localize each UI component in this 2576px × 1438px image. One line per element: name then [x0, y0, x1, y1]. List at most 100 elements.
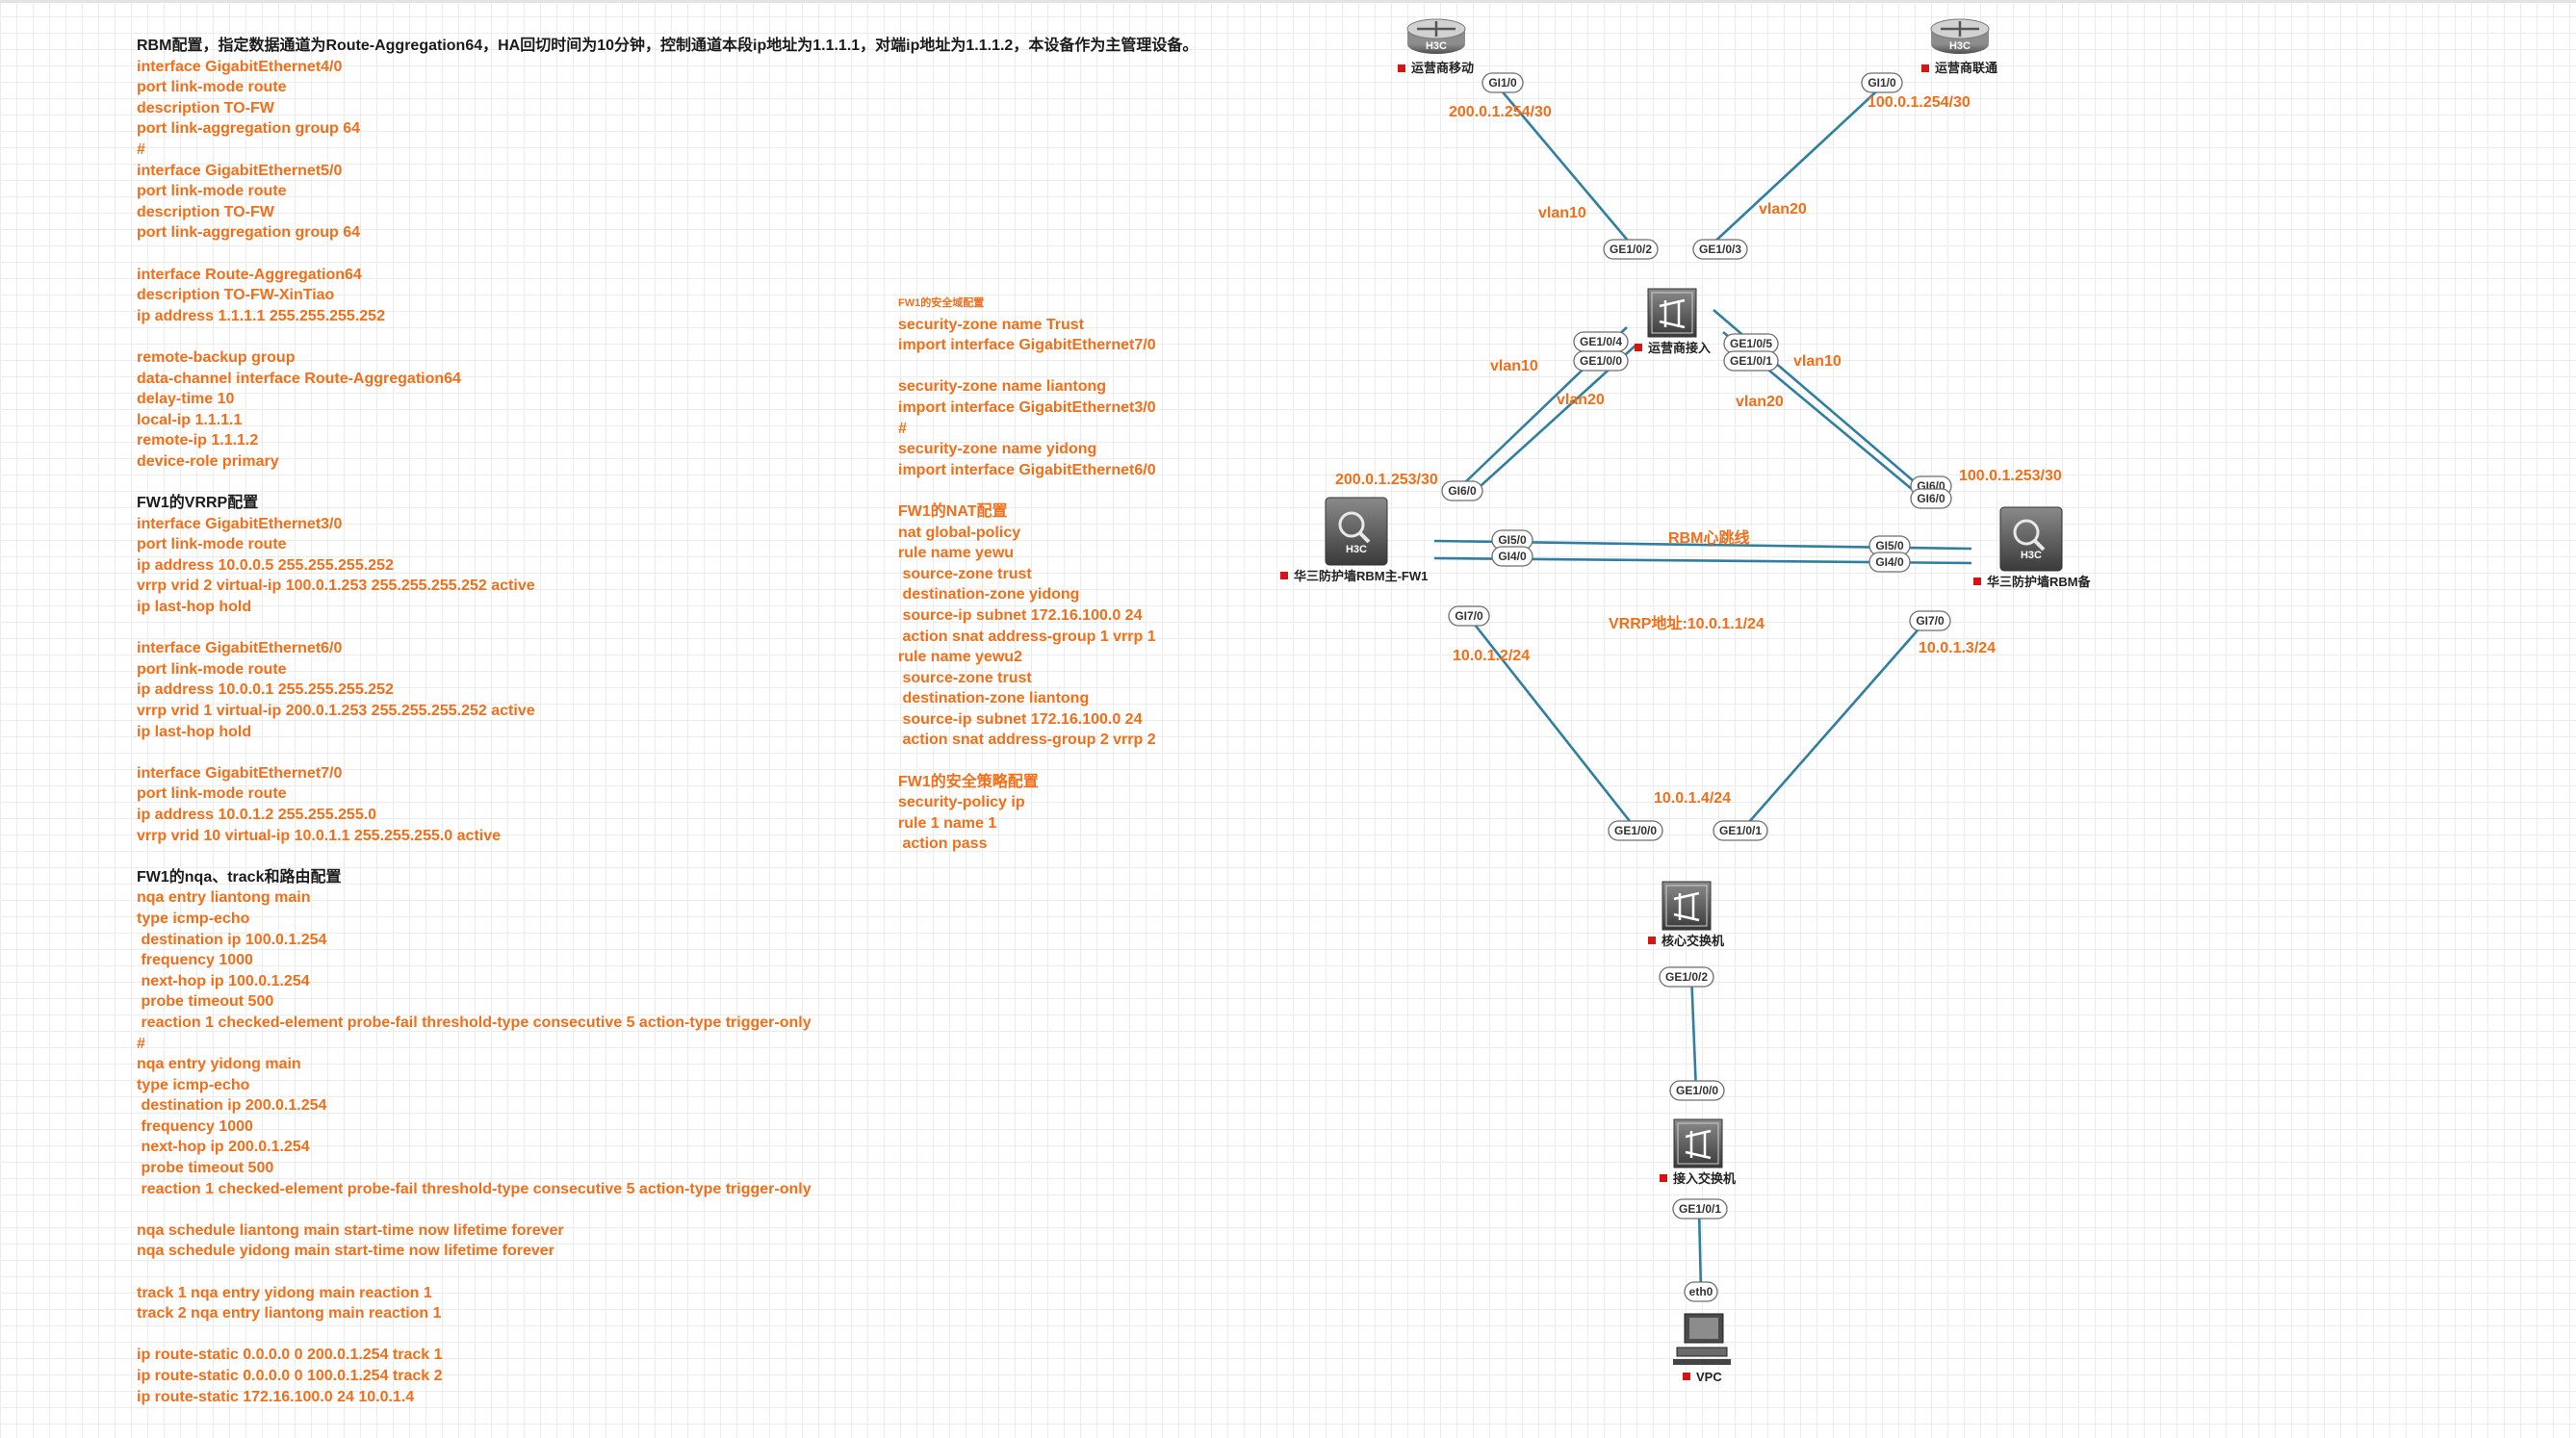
config-line: interface GigabitEthernet7/0	[137, 764, 343, 782]
vlan-label: vlan10	[1490, 358, 1538, 374]
ip-label-core: 10.0.1.4/24	[1654, 790, 1731, 807]
config-line: source-ip subnet 172.16.100.0 24	[898, 606, 1143, 624]
router-mobile: H3C 运营商移动	[1398, 18, 1474, 75]
config-line: destination ip 200.0.1.254	[137, 1097, 327, 1115]
config-line: port link-mode route	[137, 660, 287, 678]
svg-text:GE1/0/0: GE1/0/0	[1614, 824, 1657, 837]
config-line: vrrp vrid 10 virtual-ip 10.0.1.1 255.255…	[137, 827, 502, 844]
link-access-vpc	[1697, 1207, 1703, 1293]
config-line: import interface GigabitEthernet3/0	[898, 398, 1156, 416]
marker	[1660, 1174, 1667, 1182]
switch-icon	[1647, 288, 1697, 338]
brand-h3c: H3C	[1949, 40, 1971, 52]
config-line: device-role primary	[137, 452, 279, 470]
config-line: vrrp vrid 2 virtual-ip 100.0.1.253 255.2…	[137, 578, 535, 595]
vpc-pc: VPC	[1673, 1313, 1731, 1384]
config-line: action pass	[898, 835, 988, 853]
brand-h3c: H3C	[1426, 40, 1447, 52]
svg-text:eth0: eth0	[1689, 1285, 1713, 1298]
config-text-left: RBM配置，指定数据通道为Route-Aggregation64，HA回切时间为…	[137, 36, 1198, 1407]
svg-text:GI1/0: GI1/0	[1488, 76, 1517, 90]
config-line: interface GigabitEthernet6/0	[137, 640, 343, 657]
config-line: frequency 1000	[137, 952, 253, 969]
svg-text:GE1/0/1: GE1/0/1	[1730, 354, 1772, 368]
port-badges: GI1/0 GI1/0 GE1/0/2 GE1/0/3 GE1/0/4 GE1/…	[1441, 72, 1952, 1302]
config-line: port link-aggregation group 64	[137, 120, 361, 138]
fw-primary-label: 华三防护墙RBM主-FW1	[1294, 569, 1428, 583]
config-line: next-hop ip 100.0.1.254	[137, 972, 310, 989]
config-line: nqa schedule liantong main start-time no…	[137, 1221, 564, 1239]
switch-icon	[1662, 881, 1712, 931]
port-badge: GE1/0/3	[1692, 239, 1748, 260]
config-line: destination-zone yidong	[898, 586, 1080, 603]
port-badge: GI7/0	[1448, 605, 1490, 627]
port-badge: GE1/0/1	[1713, 820, 1768, 841]
svg-text:GI5/0: GI5/0	[1875, 539, 1904, 552]
svg-text:GI1/0: GI1/0	[1868, 76, 1896, 90]
config-line: destination ip 100.0.1.254	[137, 931, 327, 948]
ip-label-fw2-downlink: 10.0.1.3/24	[1919, 640, 1996, 656]
config-line: probe timeout 500	[137, 993, 274, 1011]
port-badge: GI5/0	[1491, 529, 1533, 551]
firewall-icon	[1999, 506, 2063, 572]
marker	[1635, 344, 1642, 351]
port-badge: GE1/0/5	[1723, 333, 1779, 354]
port-badge: GE1/0/0	[1669, 1080, 1725, 1101]
firewall-primary: H3C 华三防护墙RBM主-FW1	[1280, 497, 1428, 583]
config-line: ip address 10.0.1.2 255.255.255.0	[137, 806, 377, 823]
svg-text:GE1/0/5: GE1/0/5	[1730, 337, 1772, 350]
router-icon	[1941, 21, 1979, 37]
port-badge: GI4/0	[1868, 552, 1911, 573]
config-line: nat global-policy	[898, 524, 1021, 541]
marker	[1648, 937, 1656, 944]
links	[1433, 81, 1972, 1293]
config-line: FW1的VRRP配置	[137, 495, 259, 512]
port-badge: GE1/0/1	[1672, 1198, 1728, 1220]
link-fw1-core	[1466, 615, 1638, 831]
config-line: port link-mode route	[137, 79, 287, 96]
marker	[1683, 1373, 1690, 1380]
core-switch-label: 核心交换机	[1662, 934, 1724, 948]
port-badge: GE1/0/4	[1573, 331, 1629, 352]
link-fw2-core	[1741, 615, 1931, 831]
svg-text:GI7/0: GI7/0	[1916, 614, 1945, 628]
svg-text:GI4/0: GI4/0	[1875, 555, 1904, 569]
config-line: interface GigabitEthernet3/0	[137, 515, 343, 532]
port-badge: GE1/0/1	[1723, 350, 1779, 372]
svg-text:GE1/0/1: GE1/0/1	[1679, 1202, 1721, 1216]
config-line: ip route-static 0.0.0.0 0 200.0.1.254 tr…	[137, 1347, 443, 1364]
heartbeat-label: RBM心跳线	[1668, 528, 1749, 547]
vrrp-label: VRRP地址:10.0.1.1/24	[1609, 614, 1765, 632]
config-line: import interface GigabitEthernet7/0	[898, 337, 1156, 354]
port-badge: GI7/0	[1909, 610, 1951, 631]
config-line: reaction 1 checked-element probe-fail th…	[137, 1014, 811, 1031]
port-badge: GE1/0/2	[1603, 239, 1659, 260]
core-switch: 核心交换机	[1648, 881, 1724, 948]
config-line: interface GigabitEthernet5/0	[137, 162, 343, 179]
vlan-label: vlan20	[1557, 392, 1605, 408]
fw-backup-label: 华三防护墙RBM备	[1987, 575, 2092, 589]
config-line: RBM配置，指定数据通道为Route-Aggregation64，HA回切时间为…	[137, 38, 1198, 54]
config-line: rule name yewu	[898, 545, 1015, 562]
svg-text:GE1/0/0: GE1/0/0	[1580, 354, 1622, 368]
config-line: security-zone name liantong	[898, 378, 1107, 396]
config-line: rule name yewu2	[898, 649, 1022, 666]
vpc-label: VPC	[1696, 1370, 1722, 1384]
config-line: track 2 nqa entry liantong main reaction…	[137, 1305, 442, 1322]
config-line: next-hop ip 200.0.1.254	[137, 1139, 310, 1156]
config-line: destination-zone liantong	[898, 690, 1090, 707]
config-line: ip address 10.0.0.5 255.255.255.252	[137, 556, 394, 574]
port-badge: GE1/0/2	[1659, 966, 1714, 988]
port-badge: GI4/0	[1491, 546, 1533, 567]
config-line: ip last-hop hold	[137, 723, 252, 740]
marker	[1921, 64, 1929, 72]
port-badge: GE1/0/0	[1608, 820, 1663, 841]
config-line: port link-mode route	[137, 183, 287, 200]
vlan-label: vlan20	[1759, 201, 1807, 218]
port-badge: eth0	[1684, 1281, 1718, 1302]
access-switch: 接入交换机	[1660, 1118, 1736, 1186]
ip-label-fw1-downlink: 10.0.1.2/24	[1453, 648, 1530, 664]
config-line: port link-aggregation group 64	[137, 224, 361, 242]
ip-label-unicom: 100.0.1.254/30	[1868, 94, 1971, 111]
